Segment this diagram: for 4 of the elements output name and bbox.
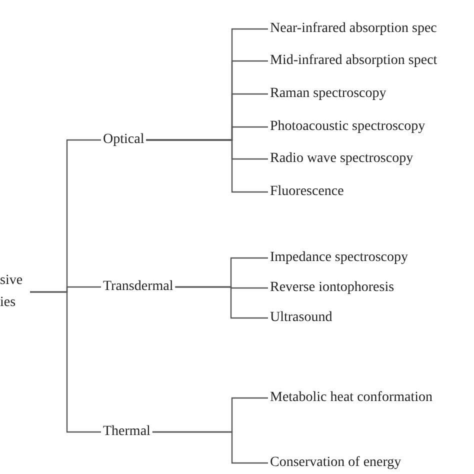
connector-line <box>30 291 101 433</box>
connector-line <box>175 286 268 319</box>
connector-line <box>152 431 268 464</box>
connector-line <box>146 139 268 193</box>
